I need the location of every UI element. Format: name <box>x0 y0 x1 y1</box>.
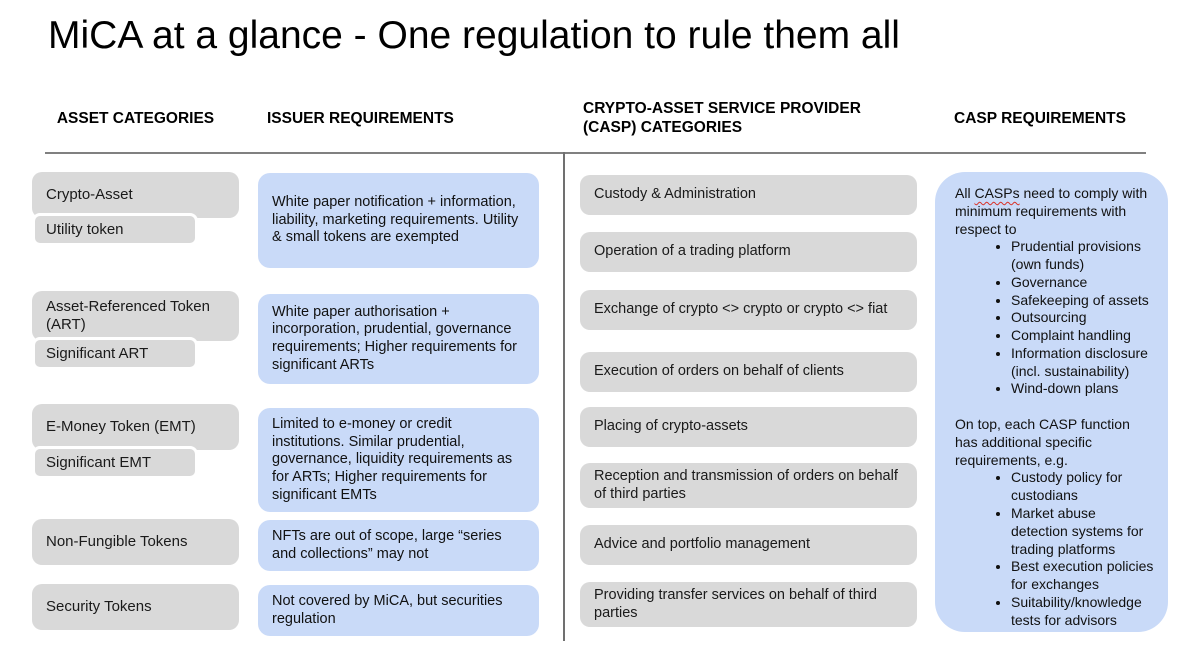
asset-box-utility-token: Utility token <box>32 213 198 246</box>
intro-text: All <box>955 185 971 201</box>
asset-box-non-fungible-tokens: Non-Fungible Tokens <box>32 519 239 565</box>
requirement-item: Safekeeping of assets <box>1011 292 1156 310</box>
casp-req-intro: All CASPs need to comply with minimum re… <box>955 185 1156 238</box>
casp-category-exchange: Exchange of crypto <> crypto or crypto <… <box>580 290 917 330</box>
casp-category-transfer-services: Providing transfer services on behalf of… <box>580 582 917 627</box>
casp-category-reception: Reception and transmission of orders on … <box>580 463 917 508</box>
requirement-item: Information disclosure (incl. sustainabi… <box>1011 345 1156 381</box>
header-divider-line <box>45 152 1146 154</box>
minimum-requirements-list: Prudential provisions (own funds) Govern… <box>955 238 1156 398</box>
requirement-item: Wind-down plans <box>1011 380 1156 398</box>
requirement-item: Governance <box>1011 274 1156 292</box>
issuer-req-box-emt: Limited to e-money or credit institution… <box>258 408 539 513</box>
casp-req-second-intro: On top, each CASP function has additiona… <box>955 416 1130 468</box>
issuer-req-box-art: White paper authorisation + incorporatio… <box>258 294 539 384</box>
issuer-req-box-nft: NFTs are out of scope, large “series and… <box>258 520 539 572</box>
column-header-casp-requirements: CASP REQUIREMENTS <box>954 110 1126 127</box>
vertical-divider-line <box>563 152 565 641</box>
requirement-item: Market abuse detection systems for tradi… <box>1011 505 1156 558</box>
requirement-item: Outsourcing <box>1011 309 1156 327</box>
column-header-issuer-requirements: ISSUER REQUIREMENTS <box>267 110 454 127</box>
asset-box-asset-referenced-token: Asset-Referenced Token (ART) <box>32 291 239 341</box>
casp-category-placing: Placing of crypto-assets <box>580 407 917 447</box>
column-header-casp-categories: CRYPTO-ASSET SERVICE PROVIDER (CASP) CAT… <box>583 100 861 136</box>
requirement-item: Prudential provisions (own funds) <box>1011 238 1156 274</box>
spellchecked-word: CASPs <box>974 185 1020 201</box>
casp-category-execution: Execution of orders on behalf of clients <box>580 352 917 392</box>
casp-requirements-panel: All CASPs need to comply with minimum re… <box>935 172 1168 632</box>
asset-box-security-tokens: Security Tokens <box>32 584 239 630</box>
asset-box-significant-art: Significant ART <box>32 337 198 370</box>
page-title: MiCA at a glance - One regulation to rul… <box>48 14 900 57</box>
asset-box-e-money-token: E-Money Token (EMT) <box>32 404 239 450</box>
requirement-item: Custody policy for custodians <box>1011 469 1156 505</box>
requirement-item: Suitability/knowledge tests for advisors <box>1011 594 1156 630</box>
issuer-req-box-crypto-asset: White paper notification + information, … <box>258 173 539 268</box>
requirement-item: Best execution policies for exchanges <box>1011 558 1156 594</box>
asset-box-crypto-asset: Crypto-Asset <box>32 172 239 218</box>
casp-category-custody: Custody & Administration <box>580 175 917 215</box>
requirement-item: Complaint handling <box>1011 327 1156 345</box>
column-header-asset-categories: ASSET CATEGORIES <box>56 110 215 127</box>
casp-category-trading-platform: Operation of a trading platform <box>580 232 917 272</box>
casp-category-advice: Advice and portfolio management <box>580 525 917 565</box>
intro-text: need to comply with minimum requirements… <box>955 185 1148 237</box>
asset-box-significant-emt: Significant EMT <box>32 446 198 479</box>
specific-requirements-list: Custody policy for custodians Market abu… <box>955 469 1156 629</box>
issuer-req-box-security-tokens: Not covered by MiCA, but securities regu… <box>258 585 539 637</box>
